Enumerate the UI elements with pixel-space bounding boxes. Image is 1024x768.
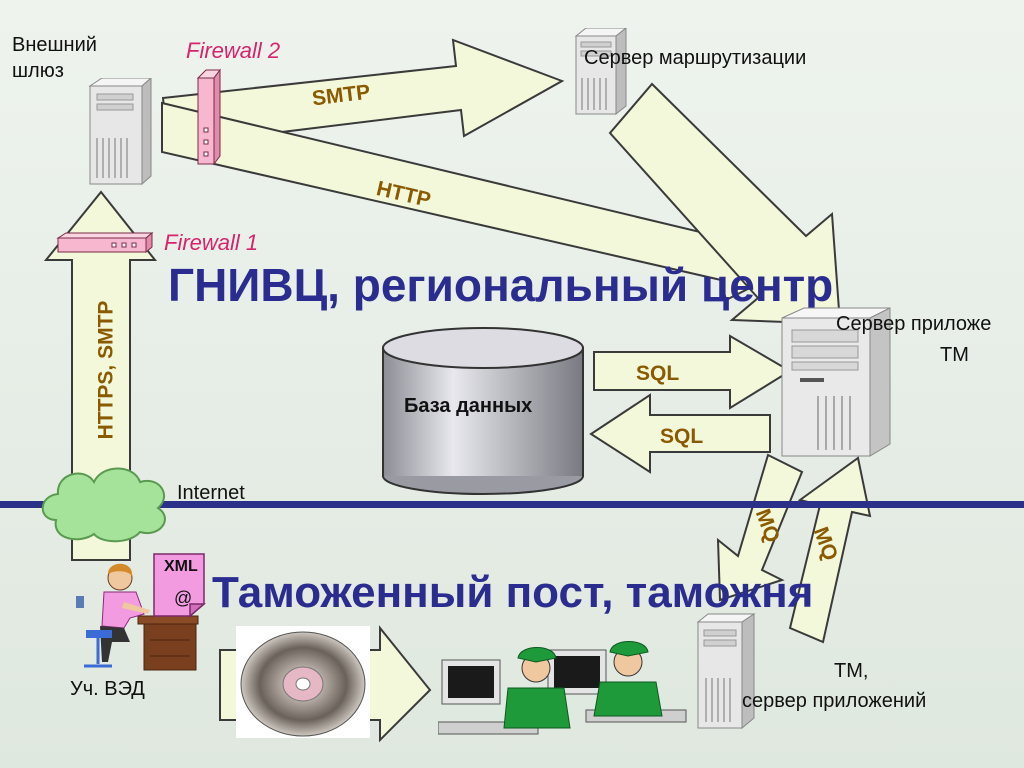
at-sign-label: @ bbox=[174, 588, 193, 608]
firewall2-label: Firewall 2 bbox=[186, 38, 281, 63]
sql-out-label: SQL bbox=[636, 362, 680, 385]
app-server-tm-icon bbox=[781, 307, 891, 457]
external-gateway-label-1: Внешний bbox=[12, 34, 97, 56]
customs-operators-icon bbox=[438, 641, 687, 735]
internet-label: Internet bbox=[177, 482, 245, 504]
external-gateway-label-2: шлюз bbox=[12, 60, 64, 82]
region-title: ГНИВЦ, региональный центр bbox=[168, 259, 834, 311]
database-label: База данных bbox=[404, 395, 533, 417]
tm-label-1: ТМ, bbox=[834, 660, 869, 682]
routing-server-label: Сервер маршрутизации bbox=[584, 47, 807, 69]
tm-server-icon bbox=[696, 613, 756, 730]
cd-disc-icon bbox=[236, 626, 370, 738]
ved-participant-icon bbox=[76, 563, 199, 671]
xml-document-icon bbox=[153, 553, 206, 618]
firewall1-label: Firewall 1 bbox=[164, 230, 259, 255]
ved-participant-label: Уч. ВЭД bbox=[70, 678, 145, 700]
firewall2-icon bbox=[196, 68, 221, 166]
sql-in-label: SQL bbox=[660, 425, 704, 448]
mq-down-arrow bbox=[716, 453, 804, 602]
xml-doc-label: XML bbox=[164, 558, 198, 575]
https-smtp-label: HTTPS, SMTP bbox=[94, 300, 118, 440]
app-server-tm-label-1: Сервер приложе bbox=[836, 313, 992, 335]
routing-server-icon bbox=[574, 28, 627, 116]
customs-title: Таможенный пост, таможня bbox=[212, 568, 814, 617]
tm-label-2: сервер приложений bbox=[742, 690, 927, 712]
external-gateway-server-icon bbox=[88, 78, 152, 186]
sql-out-arrow bbox=[593, 334, 792, 410]
sql-in-arrow bbox=[589, 393, 771, 474]
database-icon bbox=[382, 327, 584, 495]
app-server-tm-label-2: ТМ bbox=[940, 344, 969, 366]
internet-cloud-icon bbox=[41, 467, 166, 543]
firewall1-icon bbox=[56, 232, 154, 254]
zone-divider bbox=[0, 501, 1024, 508]
